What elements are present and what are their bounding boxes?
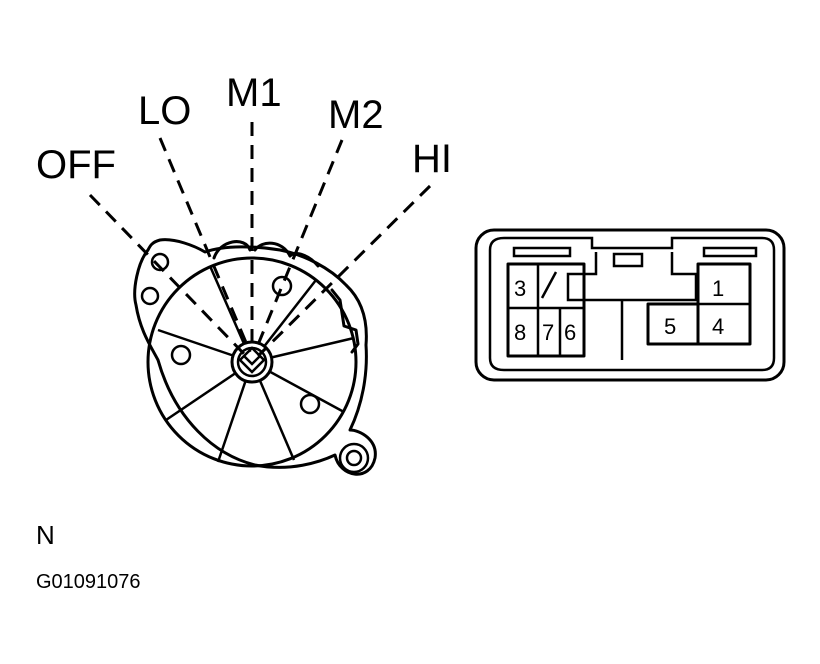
rotary-switch [133, 238, 377, 476]
position-label-lo: LO [138, 89, 191, 133]
pin-number-6: 6 [564, 320, 576, 345]
pin-number-5: 5 [664, 314, 676, 339]
position-indicator-lines [88, 122, 432, 360]
position-label-m1: M1 [226, 71, 282, 115]
pin-number-1: 1 [712, 276, 724, 301]
figure-code: G01091076 [36, 571, 141, 593]
position-label-m2: M2 [328, 93, 384, 137]
connector: 3 8 7 6 1 5 4 [474, 228, 786, 382]
position-label-off: OFF [36, 143, 116, 187]
pin-number-3: 3 [514, 276, 526, 301]
pin-number-7: 7 [542, 320, 554, 345]
position-label-hi: HI [412, 137, 452, 181]
footer-note: N [36, 520, 55, 550]
pin-number-8: 8 [514, 320, 526, 345]
pin-number-4: 4 [712, 314, 724, 339]
